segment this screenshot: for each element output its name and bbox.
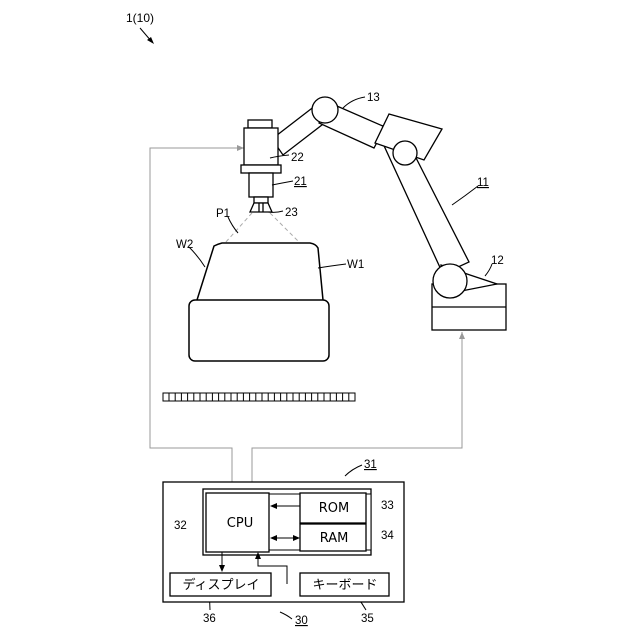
- label-ram-ref: 34: [381, 530, 394, 542]
- label-system-ref: 30: [295, 615, 308, 627]
- label-cpu-ref: 32: [174, 520, 187, 532]
- label-camera-body: 22: [291, 152, 304, 164]
- ram-label: RAM: [320, 531, 349, 546]
- camera-head: [241, 120, 281, 212]
- label-point: P1: [216, 208, 230, 220]
- keyboard-label: キーボード: [312, 578, 377, 593]
- signal-arrow-robot: [459, 332, 465, 339]
- label-robot-base: 12: [491, 255, 504, 267]
- label-surface-w2: W2: [176, 239, 193, 251]
- label-arm-joint: 13: [367, 92, 380, 104]
- label-workpiece-w1: W1: [347, 259, 364, 271]
- label-rom-ref: 33: [381, 500, 394, 512]
- cpu-label: CPU: [227, 516, 253, 531]
- label-robot: 11: [477, 177, 489, 189]
- label-tool-tip: 23: [285, 207, 298, 219]
- workpiece: [189, 243, 329, 361]
- label-display-ref: 36: [203, 613, 216, 625]
- signal-arrow-camera: [237, 145, 244, 151]
- figure-arrow: [140, 28, 154, 44]
- conveyor-strip: [163, 393, 355, 401]
- leader-system-ref: [280, 612, 292, 619]
- label-lens: 21: [294, 176, 307, 188]
- figure-label: 1(10): [126, 11, 154, 25]
- display-label: ディスプレイ: [182, 577, 259, 593]
- label-keyboard-ref: 35: [361, 613, 374, 625]
- label-controller-board: 31: [364, 459, 377, 471]
- rom-label: ROM: [319, 501, 349, 516]
